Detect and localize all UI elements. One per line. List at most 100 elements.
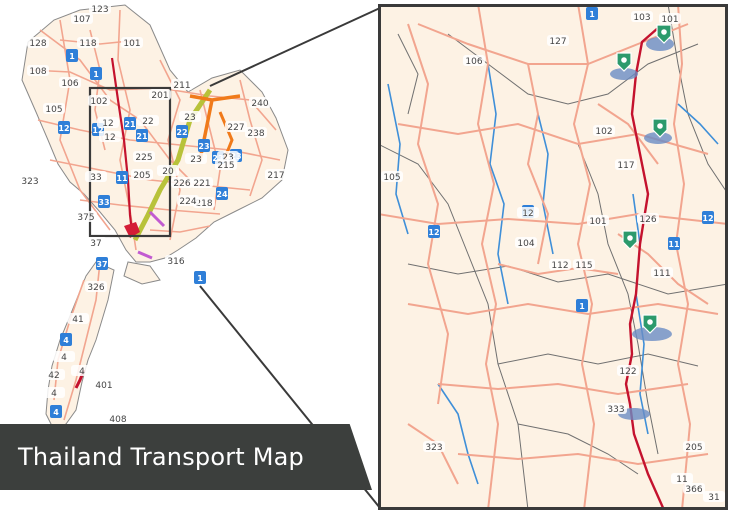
- station-shield-icon[interactable]: [652, 118, 668, 138]
- svg-text:375: 375: [77, 213, 94, 223]
- svg-text:22: 22: [142, 117, 153, 127]
- station-shield-icon[interactable]: [622, 230, 638, 250]
- svg-text:205: 205: [133, 171, 150, 181]
- svg-text:23: 23: [184, 113, 195, 123]
- svg-text:4: 4: [79, 367, 85, 377]
- svg-text:12: 12: [92, 126, 103, 135]
- detail-road-label: 11: [671, 473, 693, 485]
- svg-text:217: 217: [267, 171, 284, 181]
- svg-text:12: 12: [428, 228, 439, 237]
- overview-road-label: 108: [27, 65, 49, 77]
- detail-map[interactable]: 1121211121 10310112710610211710512101126…: [378, 4, 728, 510]
- svg-text:366: 366: [685, 485, 702, 495]
- overview-road-label: 20: [157, 165, 179, 177]
- overview-map[interactable]: 11121221212211232323243337441 1231071281…: [0, 0, 380, 512]
- svg-text:22: 22: [176, 128, 187, 137]
- detail-road-label: 102: [593, 125, 615, 137]
- overview-highway-shield: 24: [216, 187, 228, 200]
- overview-highway-shield: 21: [136, 129, 148, 142]
- detail-road-label: 366: [683, 483, 705, 495]
- overview-road-label: 12: [97, 117, 119, 129]
- overview-highway-shield: 12: [58, 121, 70, 134]
- svg-text:226: 226: [173, 179, 190, 189]
- overview-road-label: 326: [85, 281, 107, 293]
- svg-text:4: 4: [61, 353, 67, 363]
- overview-road-label: 316: [165, 255, 187, 267]
- overview-road-label: 4: [43, 387, 65, 399]
- svg-text:333: 333: [607, 405, 624, 415]
- svg-text:323: 323: [425, 443, 442, 453]
- overview-road-label: 42: [43, 369, 65, 381]
- svg-text:20: 20: [162, 167, 174, 177]
- svg-text:104: 104: [517, 239, 534, 249]
- detail-road-label: 101: [659, 13, 681, 25]
- svg-text:23: 23: [198, 142, 209, 151]
- overview-road-label: 215: [215, 159, 237, 171]
- svg-text:117: 117: [617, 161, 634, 171]
- svg-text:1: 1: [69, 52, 75, 61]
- svg-text:115: 115: [575, 261, 592, 271]
- detail-highway-shield: 12: [702, 211, 714, 224]
- detail-road-label: 105: [381, 171, 403, 183]
- detail-highway-shield: 12: [428, 225, 440, 238]
- detail-road-label: 104: [515, 237, 537, 249]
- overview-road-label: 128: [27, 37, 49, 49]
- svg-text:201: 201: [151, 91, 168, 101]
- detail-road-label: 117: [615, 159, 637, 171]
- svg-text:33: 33: [90, 173, 101, 183]
- svg-text:126: 126: [639, 215, 656, 225]
- svg-text:238: 238: [247, 129, 264, 139]
- svg-text:33: 33: [98, 198, 109, 207]
- station-shield-icon[interactable]: [642, 314, 658, 334]
- overview-road-label: 23: [179, 111, 201, 123]
- svg-text:1: 1: [93, 70, 99, 79]
- overview-road-label: 4: [53, 351, 75, 363]
- station-shield-icon[interactable]: [616, 52, 632, 72]
- overview-road-label: 101: [121, 37, 143, 49]
- svg-text:240: 240: [251, 99, 268, 109]
- overview-road-label: 107: [71, 13, 93, 25]
- svg-text:107: 107: [73, 15, 90, 25]
- overview-road-label: 217: [265, 169, 287, 181]
- svg-text:1: 1: [589, 10, 595, 19]
- overview-highway-shield: 21: [124, 117, 136, 130]
- station-shield-icon[interactable]: [656, 24, 672, 44]
- svg-text:23: 23: [190, 155, 201, 165]
- svg-text:41: 41: [72, 315, 83, 325]
- overview-road-label: 221: [191, 177, 213, 189]
- overview-road-label: 102: [88, 95, 110, 107]
- overview-road-label: 205: [131, 169, 153, 181]
- svg-text:102: 102: [595, 127, 612, 137]
- overview-highway-shield: 1: [66, 49, 78, 62]
- svg-text:401: 401: [95, 381, 112, 391]
- overview-road-label: 105: [43, 103, 65, 115]
- overview-highway-shield: 22: [176, 125, 188, 138]
- svg-text:37: 37: [96, 260, 107, 269]
- svg-text:31: 31: [708, 493, 719, 503]
- overview-road-label: 22: [137, 115, 159, 127]
- overview-road-label: 33: [85, 171, 107, 183]
- svg-text:4: 4: [51, 389, 57, 399]
- svg-text:408: 408: [109, 415, 126, 425]
- overview-road-label: 23: [185, 153, 207, 165]
- overview-highway-shield: 1: [90, 67, 102, 80]
- overview-rail-hub: [124, 222, 140, 238]
- overview-road-label: 225: [133, 151, 155, 163]
- svg-text:326: 326: [87, 283, 104, 293]
- svg-text:4: 4: [53, 408, 59, 417]
- overview-highway-shield: 4: [60, 333, 72, 346]
- overview-road-label: 211: [171, 79, 193, 91]
- overview-highway-shield: 37: [96, 257, 108, 270]
- detail-road-label: 101: [587, 215, 609, 227]
- overview-road-label: 227: [225, 121, 247, 133]
- svg-text:316: 316: [167, 257, 184, 267]
- svg-text:123: 123: [91, 5, 108, 15]
- overview-highway-shield: 4: [50, 405, 62, 418]
- svg-text:11: 11: [668, 240, 680, 249]
- svg-text:215: 215: [217, 161, 234, 171]
- overview-line-purple: [137, 210, 166, 260]
- overview-road-label: 118: [77, 37, 99, 49]
- title-plate: Thailand Transport Map: [0, 424, 372, 490]
